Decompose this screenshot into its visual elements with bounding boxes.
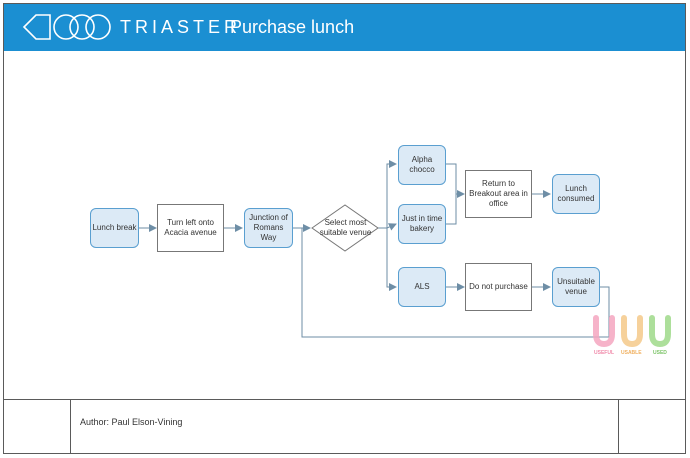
- badge-label-useful: USEFUL: [594, 350, 614, 356]
- node-return-breakout[interactable]: Return to Breakout area in office: [465, 170, 532, 218]
- connector-select-branches: [378, 160, 397, 229]
- node-do-not-purchase[interactable]: Do not purchase: [465, 263, 532, 311]
- node-unsuitable-venue[interactable]: Unsuitable venue: [552, 267, 600, 307]
- connector-alpha-return: [446, 163, 465, 198]
- connector-select-als: [386, 228, 397, 291]
- useful-usable-used-badge: USEFUL USABLE USED: [590, 314, 676, 356]
- author-text: Author: Paul Elson-Vining: [80, 417, 183, 427]
- decision-diamond: [311, 204, 379, 252]
- footer-left-cell: [4, 400, 71, 454]
- triaster-logo-icon: [22, 14, 111, 40]
- node-als[interactable]: ALS: [398, 267, 446, 307]
- badge-label-usable: USABLE: [621, 350, 642, 356]
- badge-label-used: USED: [653, 350, 667, 356]
- connector-select-bakery: [386, 223, 397, 231]
- uuu-logo-icon: [593, 315, 671, 348]
- node-select-venue[interactable]: Select most suitable venue: [319, 218, 372, 237]
- header-bar: TRIASTER Purchase lunch: [4, 4, 685, 51]
- node-junction[interactable]: Junction of Romans Way: [244, 208, 293, 248]
- footer: Author: Paul Elson-Vining: [4, 399, 685, 454]
- page-title: Purchase lunch: [230, 17, 355, 37]
- node-alpha-chocco[interactable]: Alpha chocco: [398, 145, 446, 185]
- node-turn-left[interactable]: Turn left onto Acacia avenue: [157, 204, 224, 252]
- node-lunch-consumed[interactable]: Lunch consumed: [552, 174, 600, 214]
- connector-bakery-return: [446, 194, 457, 225]
- brand-name: TRIASTER: [120, 17, 242, 37]
- node-just-in-time-bakery[interactable]: Just in time bakery: [398, 204, 446, 244]
- footer-right-cell: [618, 400, 685, 454]
- node-lunch-break[interactable]: Lunch break: [90, 208, 139, 248]
